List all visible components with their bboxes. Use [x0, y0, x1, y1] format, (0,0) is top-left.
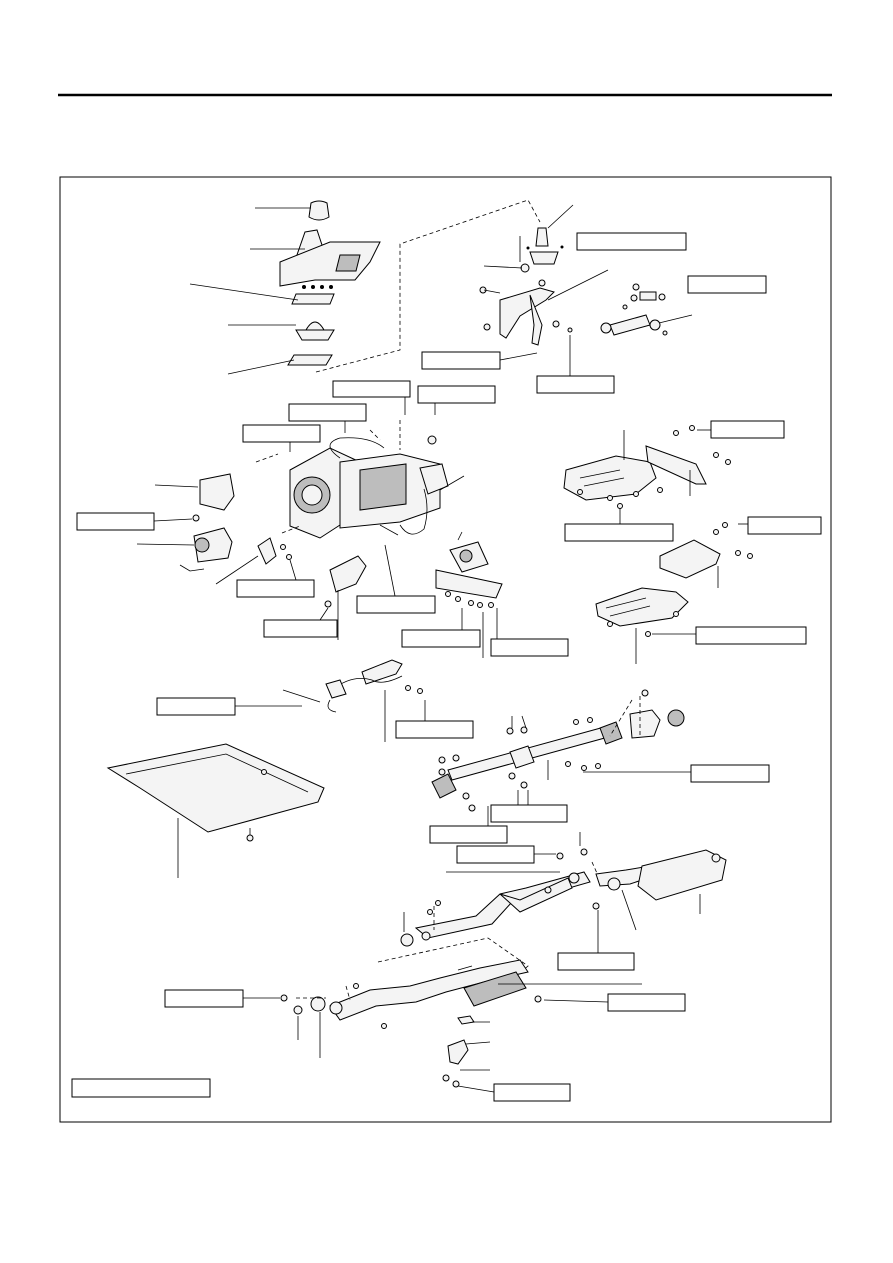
boot-retainer-bolts: [189, 283, 335, 305]
shift-lever-boot: [228, 321, 335, 341]
label-box-16: [564, 523, 674, 542]
release-fork: [215, 537, 292, 585]
tail-pipe-muffler: [595, 849, 727, 931]
label-box-6: [417, 385, 496, 404]
label-box-27: [607, 993, 686, 1012]
label-box-8: [242, 424, 321, 443]
label-box-17: [747, 516, 822, 535]
lower-heat-insulator: [595, 587, 689, 664]
transmission-bolt-dashes: [255, 420, 401, 534]
label-box-2: [421, 351, 501, 370]
transmission-crossmember: [435, 569, 503, 608]
shift-lever-gasket: [227, 354, 333, 375]
clutch-release-cylinder: [282, 659, 423, 742]
upper-heat-insulator: [563, 455, 663, 509]
label-box-29-legend: [71, 1078, 211, 1098]
label-box-26: [164, 989, 244, 1008]
shift-lever-linkage: [479, 269, 609, 346]
front-exhaust-pipe-converter: [280, 959, 642, 1058]
label-box-18: [695, 626, 807, 645]
label-box-7: [288, 403, 367, 422]
label-box-4: [687, 275, 767, 294]
diagram-frame: [59, 176, 832, 1123]
label-box-25: [557, 952, 635, 971]
exhaust-gasket-front: [400, 912, 414, 947]
label-box-3: [536, 375, 615, 394]
engine-under-cover: [106, 743, 325, 878]
label-box-15: [710, 420, 785, 439]
transmission-case: [289, 435, 465, 539]
propeller-shaft: [431, 689, 685, 826]
label-box-5: [332, 380, 411, 398]
starter-motor: [136, 527, 233, 572]
label-box-21: [690, 764, 770, 783]
label-box-10: [236, 579, 315, 598]
label-box-23: [429, 825, 508, 844]
label-box-20: [395, 720, 474, 739]
clutch-housing-plate: [319, 555, 367, 621]
label-box-24: [456, 845, 535, 864]
rear-engine-mount: [449, 531, 489, 573]
label-box-12: [356, 595, 436, 614]
label-box-14: [490, 638, 569, 657]
lower-insulator-bracket: [659, 522, 753, 588]
label-box-1: [576, 232, 687, 251]
label-box-11: [263, 619, 338, 638]
shift-knob: [255, 200, 330, 221]
label-box-22: [490, 804, 568, 823]
shift-cable-joints: [600, 283, 693, 336]
upper-insulator-bracket: [623, 425, 731, 496]
clutch-cover: [154, 473, 235, 522]
label-box-28: [493, 1083, 571, 1102]
label-box-19: [156, 697, 236, 716]
shift-group-dashed-bracket: [315, 199, 541, 373]
exhaust-hanger-bracket: [442, 1015, 495, 1093]
shift-lever-retainer: [483, 204, 574, 273]
label-box-9: [76, 512, 155, 531]
label-box-13: [401, 629, 481, 648]
center-exhaust-pipe: [414, 832, 601, 941]
shift-boot-console: [250, 229, 381, 287]
